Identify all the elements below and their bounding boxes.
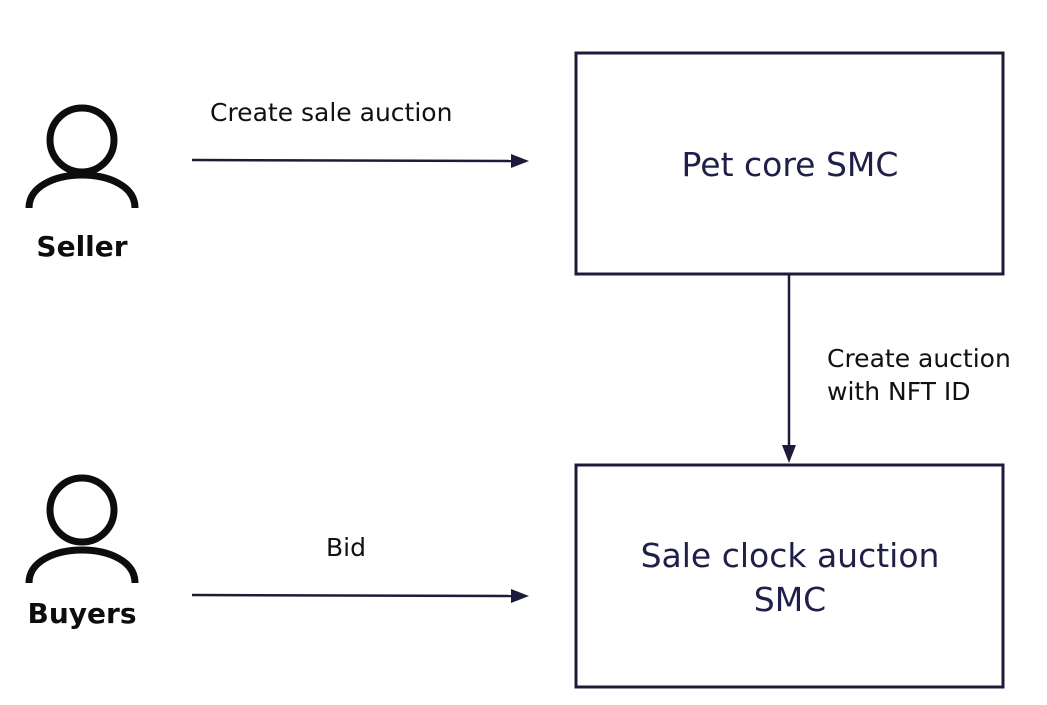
buyers-actor: Buyers xyxy=(25,474,139,630)
person-icon xyxy=(25,104,139,209)
sale-clock-auction-label-line-1: Sale clock auction xyxy=(641,536,940,575)
create-sale-auction-arrow-line xyxy=(191,158,515,163)
create-sale-auction-edge: Create sale auction xyxy=(191,98,529,168)
seller-label: Seller xyxy=(36,230,127,263)
bid-edge: Bid xyxy=(191,533,529,603)
create-sale-auction-label: Create sale auction xyxy=(210,98,452,127)
arrow-right-icon xyxy=(511,154,529,168)
person-icon xyxy=(25,474,139,584)
arrow-down-icon xyxy=(782,445,796,463)
create-auction-label-line-2: with NFT ID xyxy=(827,377,970,406)
create-auction-label-line-1: Create auction xyxy=(827,344,1011,373)
pet-core-smc-node: Pet core SMC xyxy=(574,51,1005,276)
sale-clock-auction-smc-node: Sale clock auction SMC xyxy=(574,463,1005,689)
bid-label: Bid xyxy=(326,533,366,562)
sale-clock-auction-label-line-2: SMC xyxy=(754,580,826,619)
bid-arrow-line xyxy=(191,593,515,598)
sale-clock-auction-smc-box xyxy=(574,463,1005,689)
pet-core-smc-label: Pet core SMC xyxy=(682,145,899,184)
pet-core-smc-box xyxy=(574,51,1005,276)
seller-actor: Seller xyxy=(25,104,139,263)
create-auction-edge: Create auction with NFT ID xyxy=(782,274,1011,463)
buyers-label: Buyers xyxy=(28,597,137,630)
arrow-right-icon xyxy=(511,589,529,603)
